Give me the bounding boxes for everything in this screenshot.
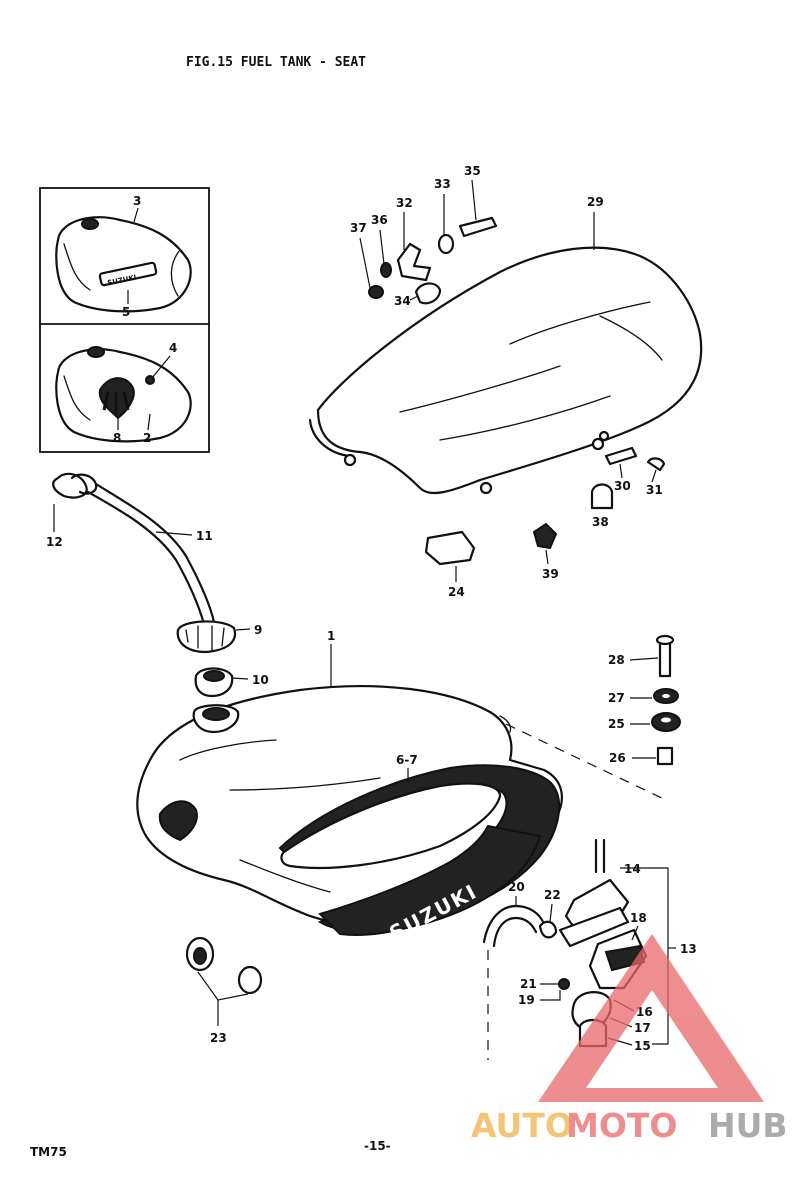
label-16: 16 <box>636 1005 653 1019</box>
inset-tank-top: SUZUKI <box>55 216 192 313</box>
label-9: 9 <box>254 623 262 637</box>
label-2: 2 <box>143 431 151 445</box>
label-28: 28 <box>608 653 625 667</box>
label-19: 19 <box>518 993 535 1007</box>
label-4: 4 <box>169 341 177 355</box>
label-11: 11 <box>196 529 213 543</box>
watermark-triangle-icon <box>538 934 764 1102</box>
label-6-7: 6-7 <box>396 753 418 767</box>
label-29: 29 <box>587 195 604 209</box>
label-24: 24 <box>448 585 465 599</box>
breather-hose-assembly <box>52 472 237 698</box>
label-22: 22 <box>544 888 561 902</box>
inset-tank-bottom <box>55 346 192 443</box>
label-26: 26 <box>609 751 626 765</box>
label-10: 10 <box>252 673 269 687</box>
watermark-brand-a: AUTO <box>471 1106 573 1145</box>
model-code: TM75 <box>30 1145 67 1159</box>
watermark-brand-c: HUB <box>708 1106 788 1145</box>
label-30: 30 <box>614 479 631 493</box>
grommets <box>185 936 263 995</box>
label-18: 18 <box>630 911 647 925</box>
label-31: 31 <box>646 483 663 497</box>
part-39-clip <box>532 522 558 550</box>
label-23: 23 <box>210 1031 227 1045</box>
tank-mount-parts <box>651 634 681 766</box>
fuel-tank: SUZUKI <box>136 685 563 945</box>
figure-title: FIG.15 FUEL TANK - SEAT <box>186 55 366 70</box>
label-1: 1 <box>327 629 335 643</box>
page-number: -15- <box>364 1139 391 1153</box>
part-38-cap <box>590 483 614 510</box>
label-35: 35 <box>464 164 481 178</box>
label-13: 13 <box>680 942 697 956</box>
label-5: 5 <box>122 305 130 319</box>
seat <box>308 246 703 495</box>
label-33: 33 <box>434 177 451 191</box>
part-24-pad <box>424 530 476 566</box>
seat-hook-parts <box>368 216 498 305</box>
label-8: 8 <box>113 431 121 445</box>
seat-bolts <box>604 446 666 472</box>
label-17: 17 <box>634 1021 651 1035</box>
watermark: AUTO MOTO HUB <box>471 934 788 1145</box>
label-34: 34 <box>394 294 411 308</box>
label-38: 38 <box>592 515 609 529</box>
label-3: 3 <box>133 194 141 208</box>
inset-box: SUZUKI <box>39 187 210 453</box>
label-21: 21 <box>520 977 537 991</box>
label-25-mount: 25 <box>608 717 625 731</box>
label-15: 15 <box>634 1039 651 1053</box>
label-32: 32 <box>396 196 413 210</box>
label-14: 14 <box>624 862 641 876</box>
label-20: 20 <box>508 880 525 894</box>
label-12: 12 <box>46 535 63 549</box>
label-36: 36 <box>371 213 388 227</box>
watermark-brand-b: MOTO <box>566 1106 677 1145</box>
label-39: 39 <box>542 567 559 581</box>
label-27: 27 <box>608 691 625 705</box>
label-37: 37 <box>350 221 367 235</box>
